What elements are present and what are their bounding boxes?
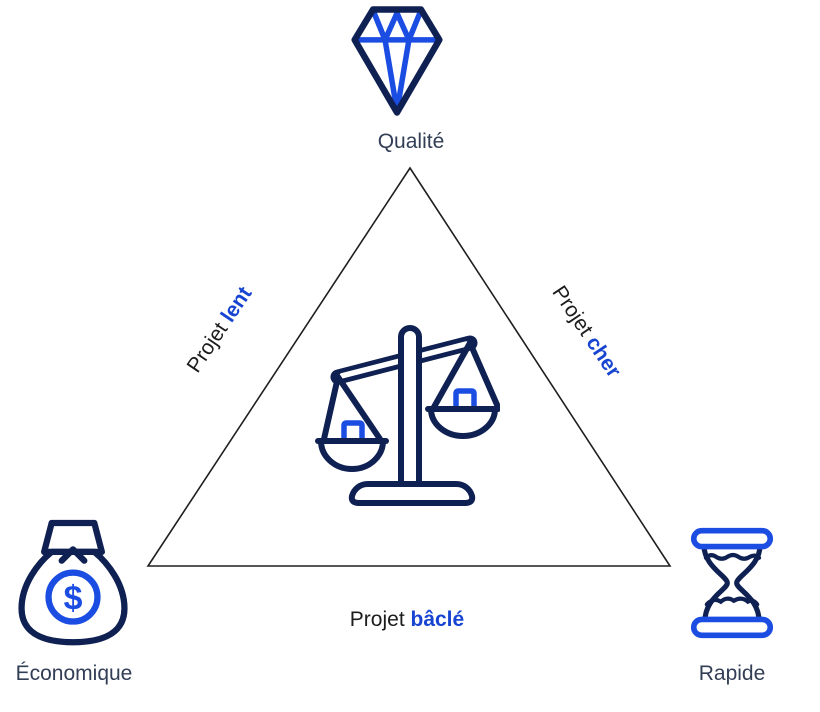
- diamond-icon: [351, 6, 443, 116]
- vertex-label-fast: Rapide: [698, 662, 766, 685]
- dollar-sign: $: [64, 579, 83, 617]
- vertex-label-quality: Qualité: [377, 130, 445, 153]
- money-bag-icon: $: [18, 519, 128, 646]
- hourglass-icon: [690, 527, 774, 639]
- edge-bottom-prefix: Projet: [349, 608, 405, 631]
- vertex-label-economical: Économique: [15, 662, 133, 685]
- edge-bottom-emphasis: bâclé: [410, 608, 465, 631]
- balance-scale-icon: [315, 325, 500, 506]
- edge-label-botched-project: Projet bâclé: [322, 606, 492, 634]
